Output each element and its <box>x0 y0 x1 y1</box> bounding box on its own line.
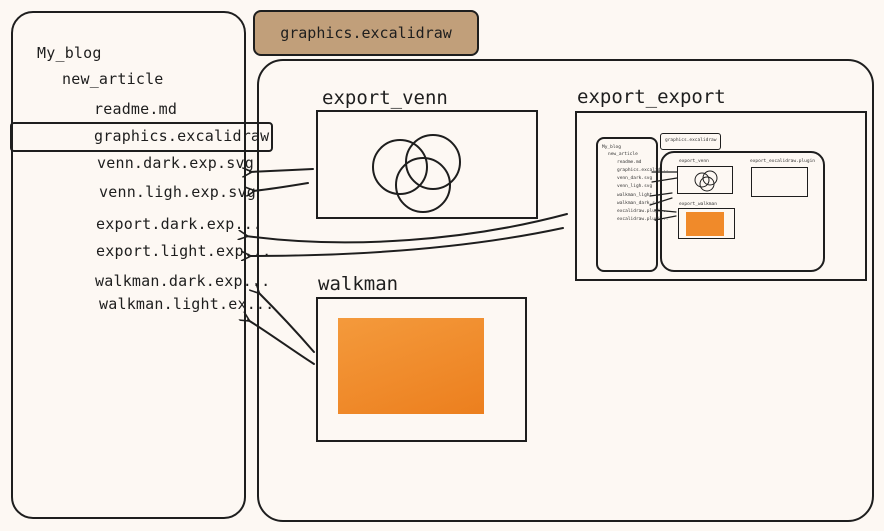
tree-item-readme[interactable]: readme.md <box>94 100 178 118</box>
mini-venn-frame <box>677 166 733 194</box>
frame-title-export-export: export_export <box>577 86 726 108</box>
mini-tab <box>660 133 721 150</box>
mini-tree-item: walkman_light... <box>617 193 661 198</box>
mini-walkman-frame <box>678 208 735 239</box>
mini-tree-item: walkman_dark.s... <box>617 201 664 206</box>
mini-tree-item: venn_ligh.svg <box>617 184 653 189</box>
mini-walkman-title: export_walkman <box>679 202 717 207</box>
frame-title-walkman: walkman <box>318 273 399 295</box>
mini-tree-item: new_article <box>608 152 638 157</box>
tree-item-export-light[interactable]: export.light.exp... <box>96 242 272 260</box>
active-file-tab[interactable]: graphics.excalidraw <box>253 10 479 56</box>
tree-item-walkman-light[interactable]: walkman.light.ex... <box>99 295 275 313</box>
mini-walkman-image <box>686 212 724 236</box>
mini-venn-title: export_venn <box>679 159 709 164</box>
tree-item-new-article[interactable]: new_article <box>62 70 164 88</box>
frame-walkman[interactable] <box>316 297 527 442</box>
mini-tree-item: excalidraw.plugi... <box>617 217 669 222</box>
mini-tree-item: excalidraw.plugi... <box>617 209 669 214</box>
mini-tree-item: readme.md <box>617 160 642 165</box>
mini-tree-item: venn_dark.svg <box>617 176 653 181</box>
tree-item-venn-light[interactable]: venn.ligh.exp.svg <box>99 183 256 201</box>
mini-plugin-title: export_excalidraw.plugin <box>750 159 816 164</box>
selected-row-highlight[interactable] <box>10 122 273 152</box>
mini-plugin-frame <box>751 167 808 197</box>
mini-tree-item: My_blog <box>602 145 621 150</box>
mini-tab-label: graphics.excalidraw <box>665 138 717 143</box>
frame-export-venn[interactable] <box>316 110 538 219</box>
walkman-image <box>338 318 484 414</box>
frame-export-export[interactable] <box>575 111 867 281</box>
tree-item-my-blog[interactable]: My_blog <box>37 44 102 62</box>
mini-tree-item: graphics.excalid... <box>617 168 669 173</box>
frame-title-export-venn: export_venn <box>322 87 448 109</box>
tree-item-walkman-dark[interactable]: walkman.dark.exp... <box>95 272 271 290</box>
file-tree-panel <box>11 11 246 519</box>
tree-item-export-dark[interactable]: export.dark.exp... <box>96 215 263 233</box>
tree-item-venn-dark[interactable]: venn.dark.exp.svg <box>97 154 254 172</box>
tree-item-graphics-excalidraw[interactable]: graphics.excalidraw <box>94 127 270 145</box>
